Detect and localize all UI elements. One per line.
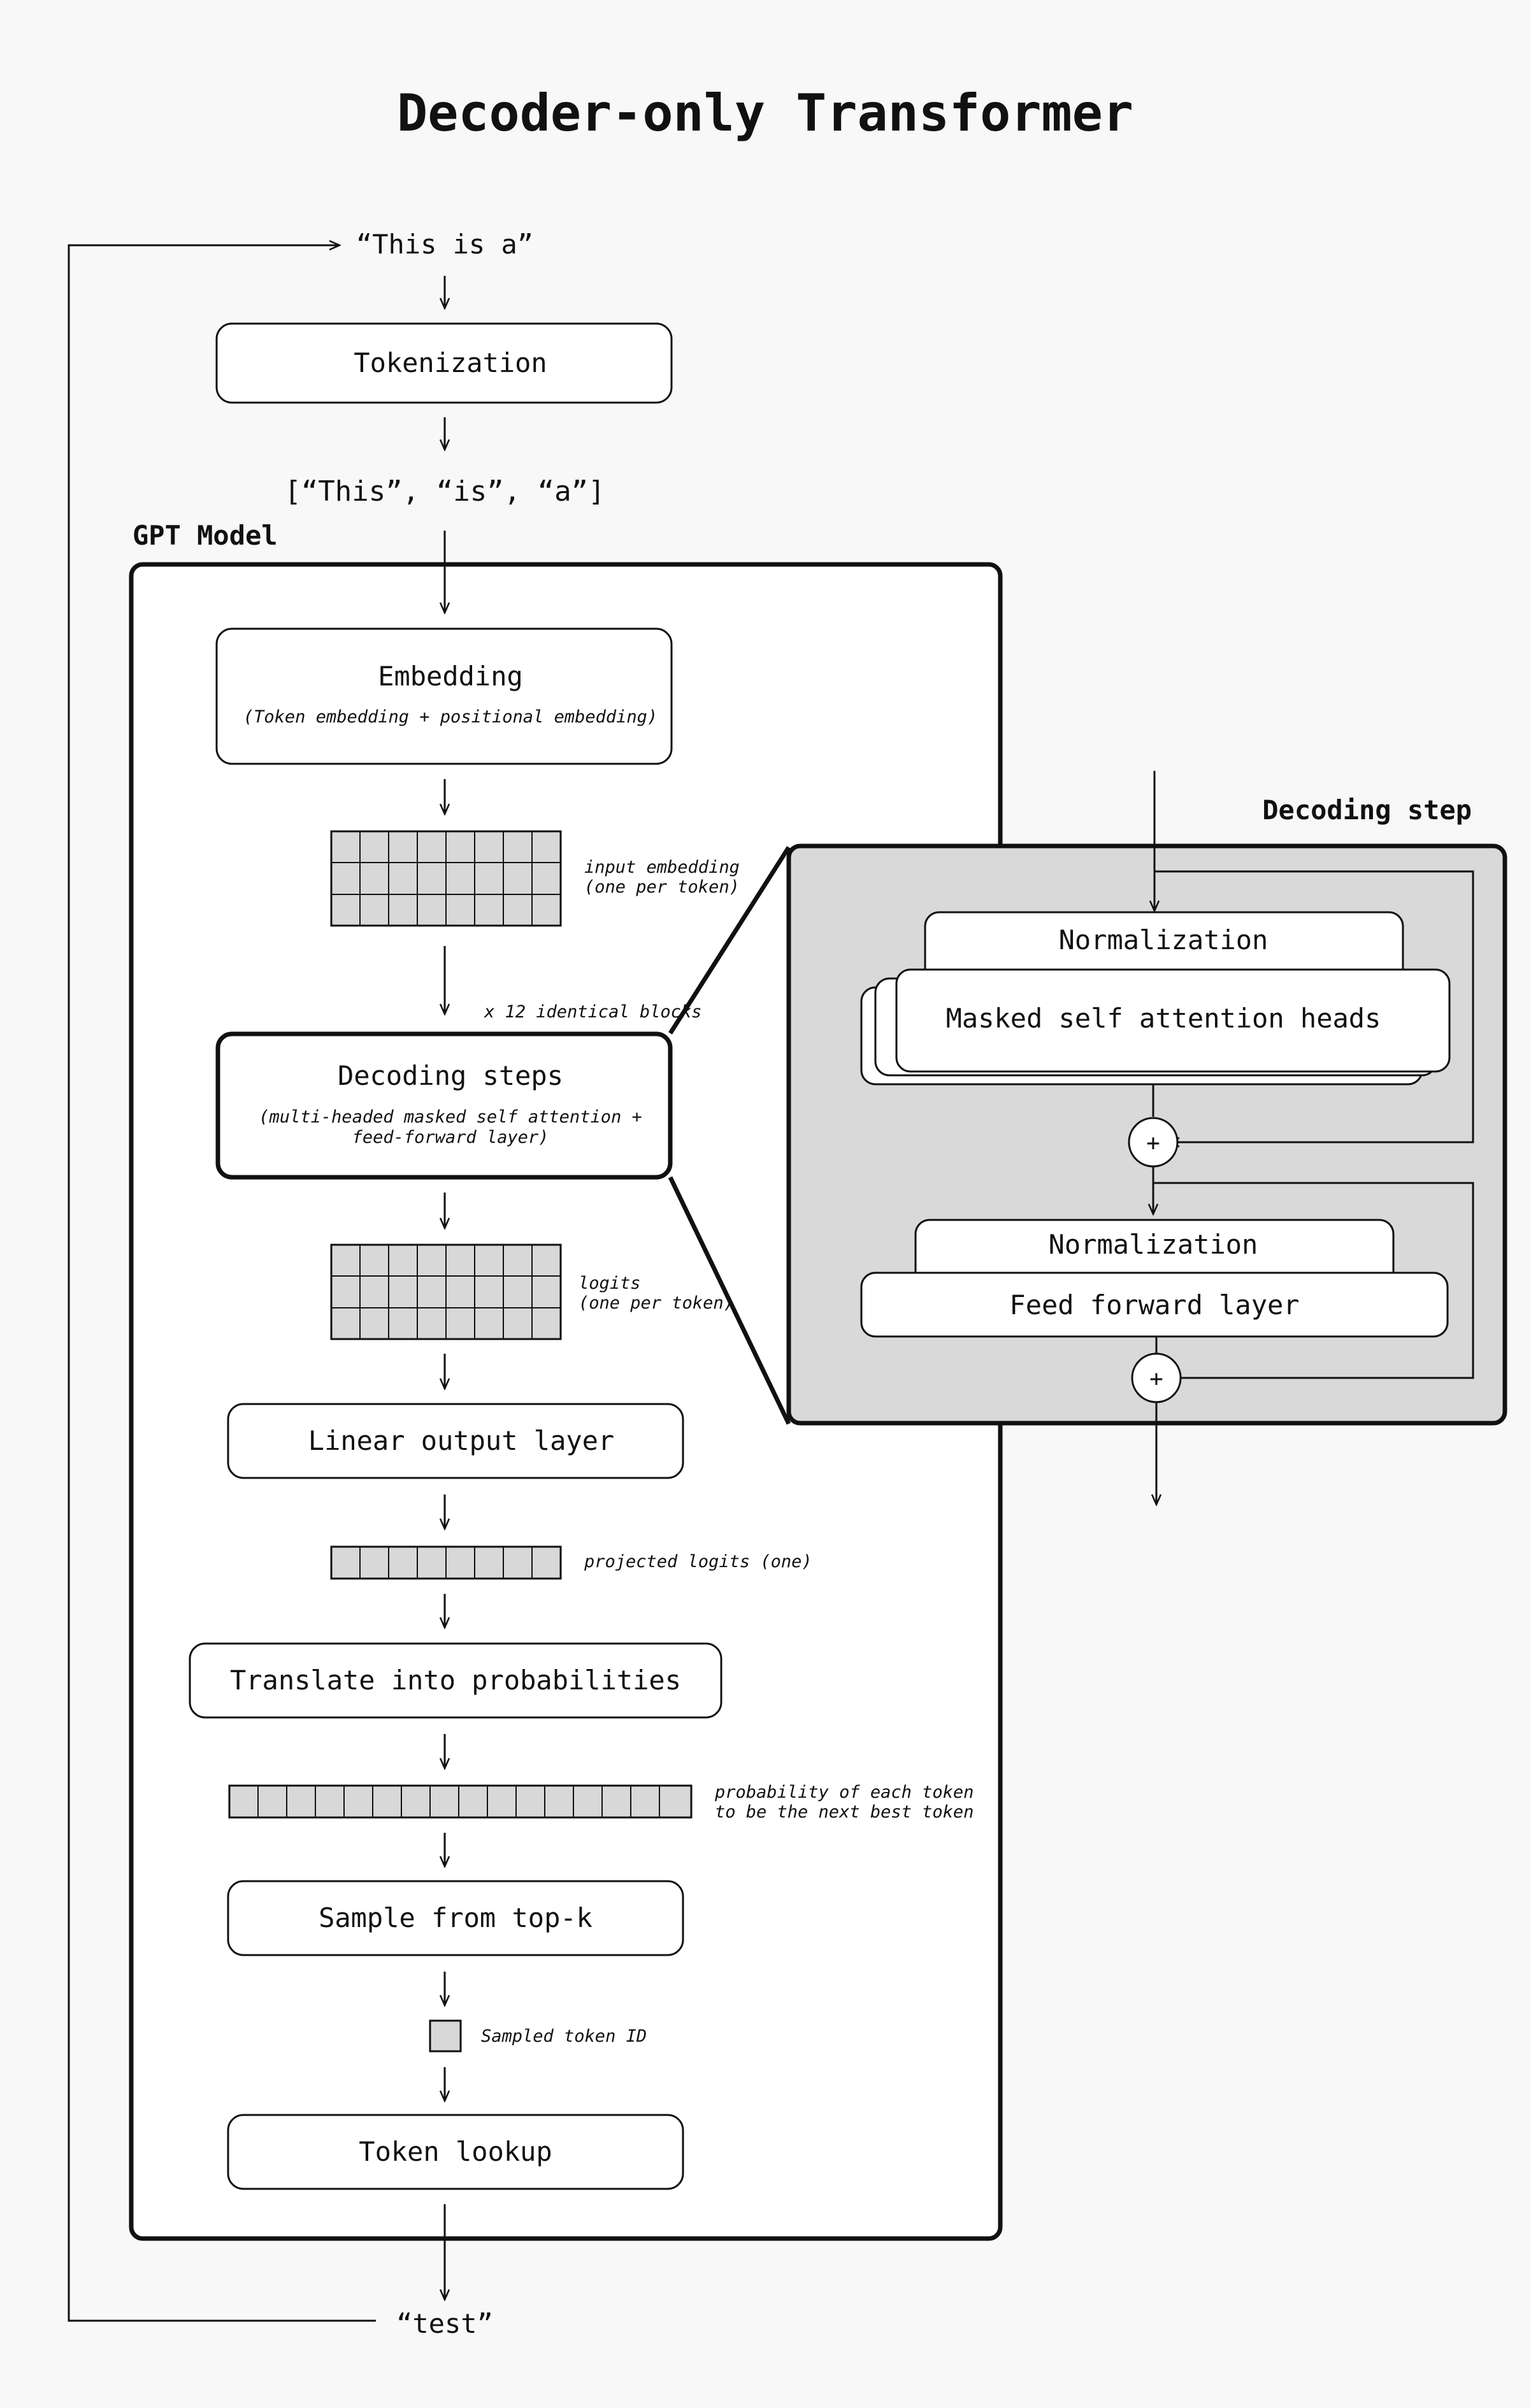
sampled-note: Sampled token ID: [481, 2026, 647, 2046]
decoding-steps-box: [215, 1031, 673, 1180]
masked-attention-box: [895, 968, 1451, 1073]
tokens-text: [“This”, “is”, “a”]: [284, 475, 605, 508]
linear-output-label: Linear output layer: [308, 1425, 614, 1456]
lookup-label: Token lookup: [359, 2136, 552, 2167]
sampled-token-square: [429, 2019, 462, 2053]
logits-note-1: logits: [579, 1273, 641, 1293]
probability-row: [228, 1784, 693, 1819]
gpt-model-label: GPT Model: [133, 520, 278, 551]
logits-grid: [330, 1243, 562, 1340]
plus-symbol-1: +: [1146, 1130, 1160, 1156]
residual-connection-1: [1154, 870, 1474, 1142]
normalization-1-label: Normalization: [1059, 924, 1269, 956]
probability-note-1: probability of each token: [714, 1782, 974, 1802]
masked-attention-label: Masked self attention heads: [946, 1003, 1381, 1034]
decoding-steps-sub-2: feed-forward layer): [352, 1128, 549, 1147]
decoding-step-title: Decoding step: [1262, 794, 1472, 826]
probabilities-label: Translate into probabilities: [230, 1665, 681, 1696]
input-embedding-grid: [330, 830, 562, 927]
linear-output-box: [227, 1403, 684, 1479]
lookup-box: [227, 2114, 684, 2190]
input-embedding-note-2: (one per token): [584, 877, 740, 897]
logits-note-2: (one per token): [579, 1293, 734, 1313]
zoom-line-top: [668, 846, 791, 1035]
plus-symbol-2: +: [1149, 1366, 1163, 1392]
embedding-label: Embedding: [378, 661, 523, 692]
embedding-box: [215, 627, 673, 765]
tokenization-label: Tokenization: [354, 347, 547, 378]
projected-note: projected logits (one): [584, 1552, 812, 1572]
projected-logits-row: [330, 1545, 562, 1580]
probabilities-box: [189, 1642, 722, 1719]
residual-connection-2: [1153, 1182, 1474, 1378]
sample-box: [227, 1880, 684, 1956]
input-text: “This is a”: [356, 229, 533, 260]
blocks-note: x 12 identical blocks: [484, 1002, 701, 1022]
zoom-line-bottom: [668, 1176, 791, 1425]
embedding-sub: (Token embedding + positional embedding): [243, 707, 658, 727]
probability-note-2: to be the next best token: [715, 1802, 974, 1822]
decoding-steps-label: Decoding steps: [338, 1060, 563, 1091]
output-text: “test”: [396, 2308, 493, 2339]
diagram-title: Decoder-only Transformer: [397, 83, 1133, 143]
feed-forward-label: Feed forward layer: [1009, 1289, 1299, 1321]
decoding-steps-sub-1: (multi-headed masked self attention +: [259, 1107, 642, 1127]
input-embedding-note-1: input embedding: [584, 857, 740, 877]
feedback-loop-arrow: [68, 245, 376, 2322]
normalization-2-label: Normalization: [1049, 1229, 1258, 1260]
feed-forward-box: [860, 1272, 1449, 1338]
tokenization-box: [215, 322, 673, 404]
sample-label: Sample from top-k: [319, 1902, 593, 1933]
